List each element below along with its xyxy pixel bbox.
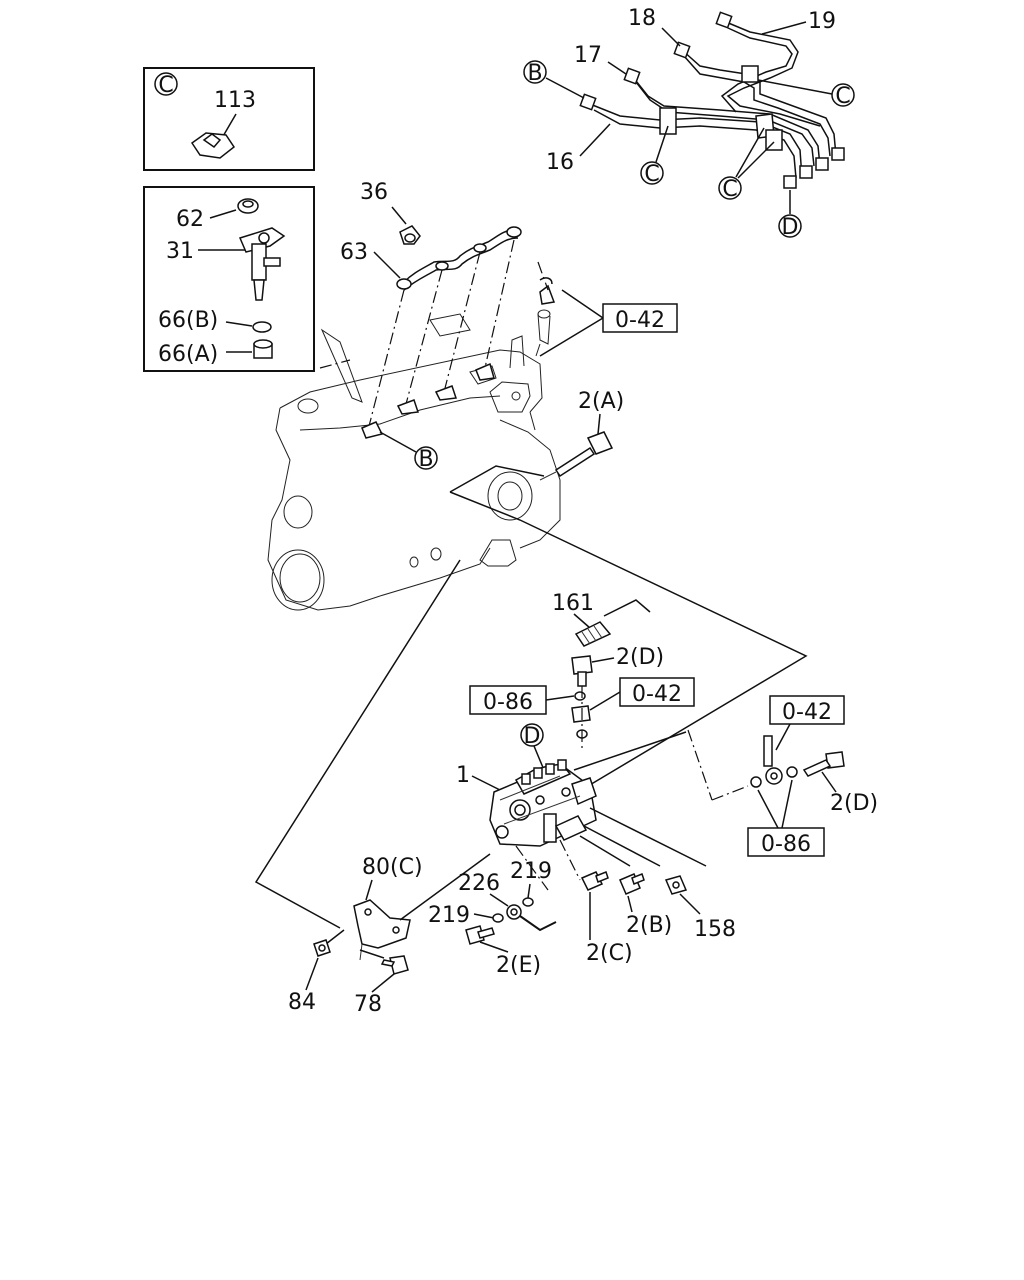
label-36: 36 bbox=[360, 180, 388, 205]
injection-pump-1 bbox=[489, 759, 597, 847]
banjo-fitting-part bbox=[763, 735, 783, 785]
ref-0-42-right: 0-42 bbox=[782, 700, 832, 725]
bolt-2d-top-part bbox=[571, 655, 593, 687]
label-219-top: 219 bbox=[510, 859, 552, 884]
label-113: 113 bbox=[214, 88, 256, 113]
label-80c: 80(C) bbox=[362, 855, 423, 880]
label-19: 19 bbox=[808, 9, 836, 34]
leak-off-pipe bbox=[396, 225, 556, 305]
inset-box-clip: C 113 bbox=[143, 67, 315, 171]
label-17: 17 bbox=[574, 43, 602, 68]
label-18: 18 bbox=[628, 6, 656, 31]
label-158: 158 bbox=[694, 917, 736, 942]
label-161: 161 bbox=[552, 591, 594, 616]
label-2c: 2(C) bbox=[586, 941, 633, 966]
label-66a: 66(A) bbox=[158, 342, 218, 367]
clip-113-part bbox=[190, 132, 236, 159]
stud-161-part bbox=[574, 621, 612, 647]
callout-b-top: B bbox=[527, 61, 542, 86]
callout-d-pump: D bbox=[524, 724, 541, 749]
label-62: 62 bbox=[176, 207, 204, 232]
label-2d-top: 2(D) bbox=[616, 645, 664, 670]
callout-c-box: C bbox=[158, 73, 173, 98]
bracket-80c-part bbox=[353, 899, 411, 961]
inset-box-injector: 62 31 66(B) 66(A) bbox=[143, 186, 315, 372]
label-2d-right: 2(D) bbox=[830, 791, 878, 816]
callout-b-engine: B bbox=[418, 447, 433, 472]
label-2a: 2(A) bbox=[578, 389, 624, 414]
label-226: 226 bbox=[458, 871, 500, 896]
label-84: 84 bbox=[288, 990, 316, 1015]
label-16: 16 bbox=[546, 150, 574, 175]
label-63: 63 bbox=[340, 240, 368, 265]
label-1: 1 bbox=[456, 763, 470, 788]
label-78: 78 bbox=[354, 992, 382, 1017]
callout-c-right: C bbox=[835, 84, 850, 109]
bolt-2a-part bbox=[554, 431, 614, 478]
ref-0-42-top: 0-42 bbox=[615, 308, 665, 333]
callout-d-pipe: D bbox=[782, 215, 799, 240]
ref-0-86-mid: 0-86 bbox=[483, 690, 533, 715]
bolt-2d-right-part bbox=[802, 751, 845, 777]
label-2e: 2(E) bbox=[496, 953, 541, 978]
injection-pipes bbox=[579, 11, 845, 189]
injector-31-part bbox=[238, 227, 286, 301]
engine-block bbox=[267, 309, 561, 611]
callout-c-mid: C bbox=[644, 162, 659, 187]
ref-0-42-mid: 0-42 bbox=[632, 682, 682, 707]
label-66b: 66(B) bbox=[158, 308, 218, 333]
ref-0-86-right: 0-86 bbox=[761, 832, 811, 857]
label-219-left: 219 bbox=[428, 903, 470, 928]
label-2b: 2(B) bbox=[626, 913, 672, 938]
label-31: 31 bbox=[166, 239, 194, 264]
callout-c-low: C bbox=[722, 177, 737, 202]
